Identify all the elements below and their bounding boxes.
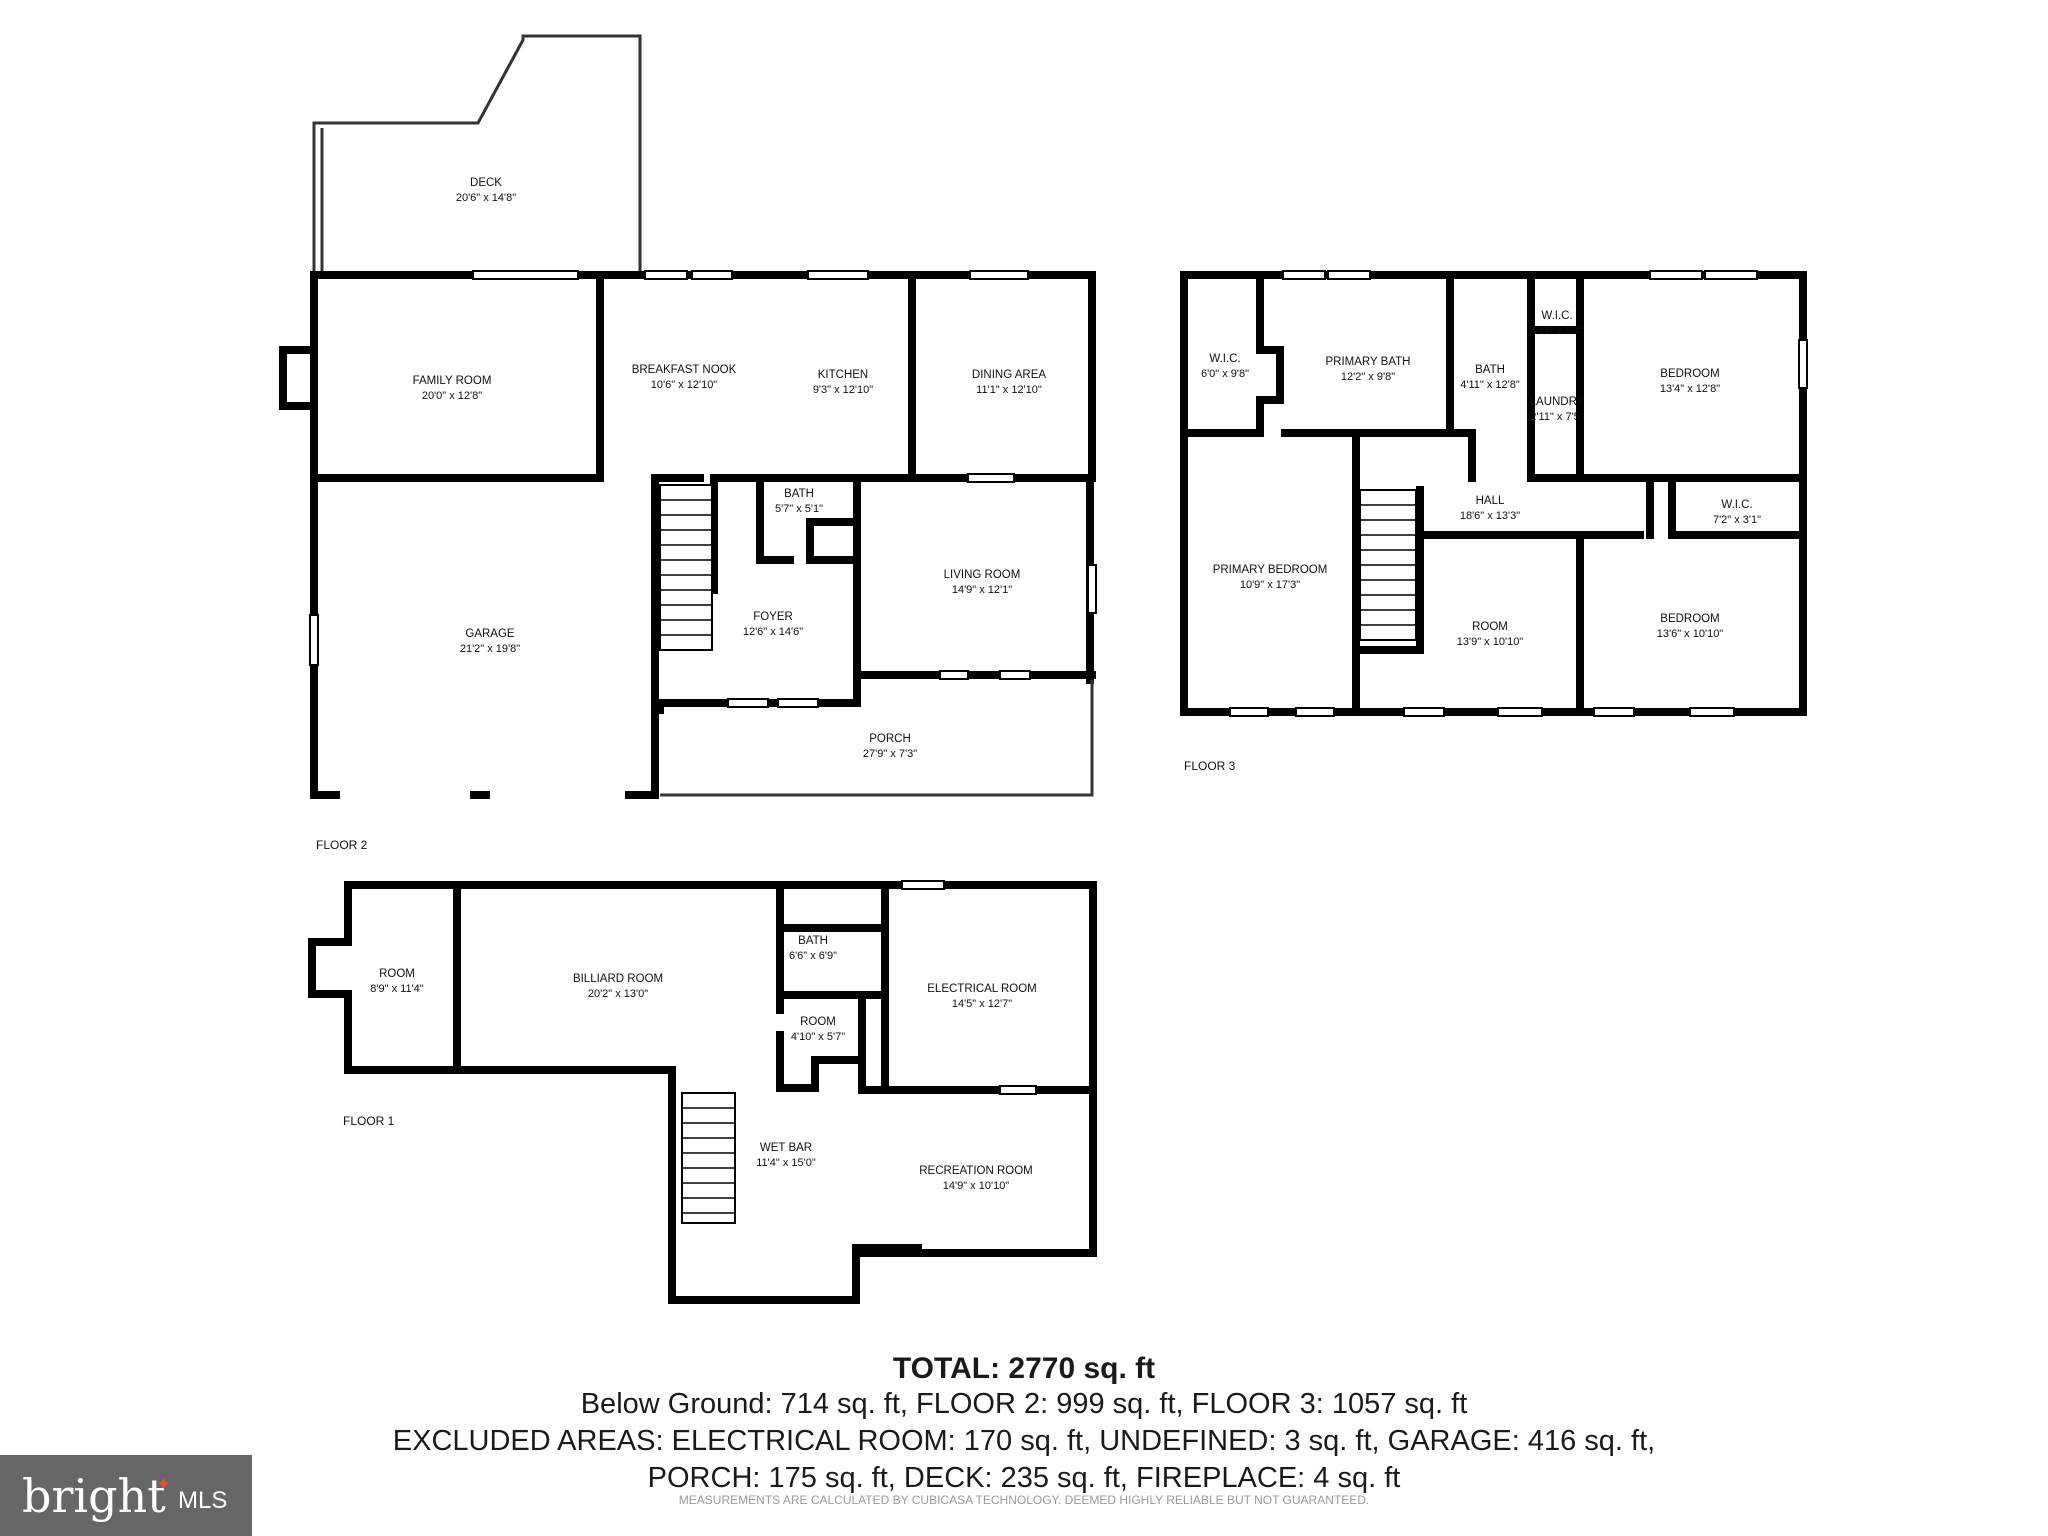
floor-label: FLOOR 2 <box>316 838 368 852</box>
room-dimensions: 20'6" x 14'8" <box>456 192 516 204</box>
room-label: ROOM <box>1472 621 1508 633</box>
room-dimensions: 12'2" x 9'8" <box>1341 371 1395 383</box>
fireplace <box>281 348 316 408</box>
room-label: BREAKFAST NOOK <box>632 364 737 376</box>
room-dimensions: 13'6" x 10'10" <box>1657 628 1724 640</box>
room-dimensions: 6'6" x 6'9" <box>789 950 837 962</box>
room-label: WET BAR <box>760 1142 812 1154</box>
room-dimensions: 8'9" x 11'4" <box>370 983 423 995</box>
room-label: PRIMARY BEDROOM <box>1213 564 1328 576</box>
room-dimensions: 14'5" x 12'7" <box>952 998 1012 1010</box>
room-dimensions: 14'9" x 12'1" <box>952 584 1012 596</box>
room-dimensions: 20'0" x 12'8" <box>422 390 482 402</box>
floor-label: FLOOR 3 <box>1184 759 1236 773</box>
room-label: ROOM <box>800 1016 836 1028</box>
room-label: W.I.C. <box>1209 353 1240 365</box>
floor-3-plan: W.I.C. 6'0" x 9'8" PRIMARY BATH 12'2" x … <box>1180 270 1808 773</box>
room-dimensions: 4'10" x 5'7" <box>791 1031 845 1043</box>
room-label: FAMILY ROOM <box>413 375 492 387</box>
total-area: TOTAL: 2770 sq. ft <box>892 1352 1156 1385</box>
room-label: LIVING ROOM <box>944 569 1021 581</box>
room-dimensions: 11'1" x 12'10" <box>976 384 1042 396</box>
floor1-exterior-wall <box>308 881 1097 1304</box>
deck-outline <box>312 34 642 275</box>
room-label: ELECTRICAL ROOM <box>927 983 1036 995</box>
room-label: W.I.C. <box>1541 310 1572 322</box>
room-dimensions: 12'6" x 14'6" <box>743 626 803 638</box>
bright-mls-logo: bright ✦ MLS <box>0 1455 252 1536</box>
room-label: HALL <box>1476 495 1505 507</box>
room-dimensions: 9'3" x 12'10" <box>813 384 873 396</box>
room-dimensions: 10'9" x 17'3" <box>1240 579 1300 591</box>
room-dimensions: 13'4" x 12'8" <box>1660 383 1720 395</box>
room-label: BEDROOM <box>1660 368 1719 380</box>
room-label: BATH <box>784 488 814 500</box>
excluded-areas-continued: PORCH: 175 sq. ft, DECK: 235 sq. ft, FIR… <box>647 1462 1401 1494</box>
room-label: KITCHEN <box>818 369 868 381</box>
floor-2-plan: DECK 20'6" x 14'8" FAMILY ROOM 20'0" x 1… <box>279 34 1097 852</box>
floor-area-breakdown: Below Ground: 714 sq. ft, FLOOR 2: 999 s… <box>580 1388 1468 1420</box>
room-label: BATH <box>1475 364 1505 376</box>
room-dimensions: 21'2" x 19'8" <box>460 643 520 655</box>
room-label: DECK <box>470 177 502 189</box>
disclaimer: MEASUREMENTS ARE CALCULATED BY CUBICASA … <box>678 1493 1370 1507</box>
room-label: ROOM <box>379 968 415 980</box>
room-dimensions: 20'2" x 13'0" <box>588 988 648 1000</box>
room-label: PRIMARY BATH <box>1326 356 1411 368</box>
floor1-stairs <box>681 1092 736 1224</box>
room-label: BATH <box>798 935 828 947</box>
logo-spark-icon: ✦ <box>156 1474 172 1494</box>
floor3-exterior-wall <box>1180 271 1807 716</box>
room-label: PORCH <box>869 733 911 745</box>
room-label: LAUNDRY <box>1530 396 1585 408</box>
room-dimensions: 4'11" x 12'8" <box>1460 379 1520 391</box>
room-dimensions: 4'11" x 5'4" <box>1530 325 1583 337</box>
room-dimensions: 14'9" x 10'10" <box>943 1180 1010 1192</box>
floor2-stairs <box>659 484 713 651</box>
floor-1-plan: ROOM 8'9" x 11'4" BILLIARD ROOM 20'2" x … <box>308 880 1097 1304</box>
room-label: BEDROOM <box>1660 613 1719 625</box>
room-label: FOYER <box>753 611 793 623</box>
room-dimensions: 5'7" x 5'1" <box>775 503 823 515</box>
room-label: DINING AREA <box>972 369 1046 381</box>
floor3-stairs <box>1359 489 1417 641</box>
room-dimensions: 27'9" x 7'3" <box>863 748 917 760</box>
room-dimensions: 18'6" x 13'3" <box>1460 510 1520 522</box>
floor-label: FLOOR 1 <box>343 1114 395 1128</box>
room-dimensions: 7'2" x 3'1" <box>1713 514 1761 526</box>
logo-suffix: MLS <box>178 1487 228 1514</box>
room-label: W.I.C. <box>1721 499 1752 511</box>
excluded-areas: EXCLUDED AREAS: ELECTRICAL ROOM: 170 sq.… <box>392 1425 1656 1457</box>
logo-wordmark: bright <box>22 1469 166 1523</box>
room-dimensions: 2'11" x 7'5" <box>1530 411 1583 423</box>
room-dimensions: 6'0" x 9'8" <box>1201 368 1249 380</box>
room-label: BILLIARD ROOM <box>573 973 663 985</box>
room-label: RECREATION ROOM <box>919 1165 1033 1177</box>
room-dimensions: 11'4" x 15'0" <box>756 1157 816 1169</box>
area-summary: TOTAL: 2770 sq. ft Below Ground: 714 sq.… <box>0 1352 2048 1507</box>
room-label: GARAGE <box>465 628 515 640</box>
room-dimensions: 13'9" x 10'10" <box>1457 636 1524 648</box>
room-dimensions: 10'6" x 12'10" <box>651 379 718 391</box>
